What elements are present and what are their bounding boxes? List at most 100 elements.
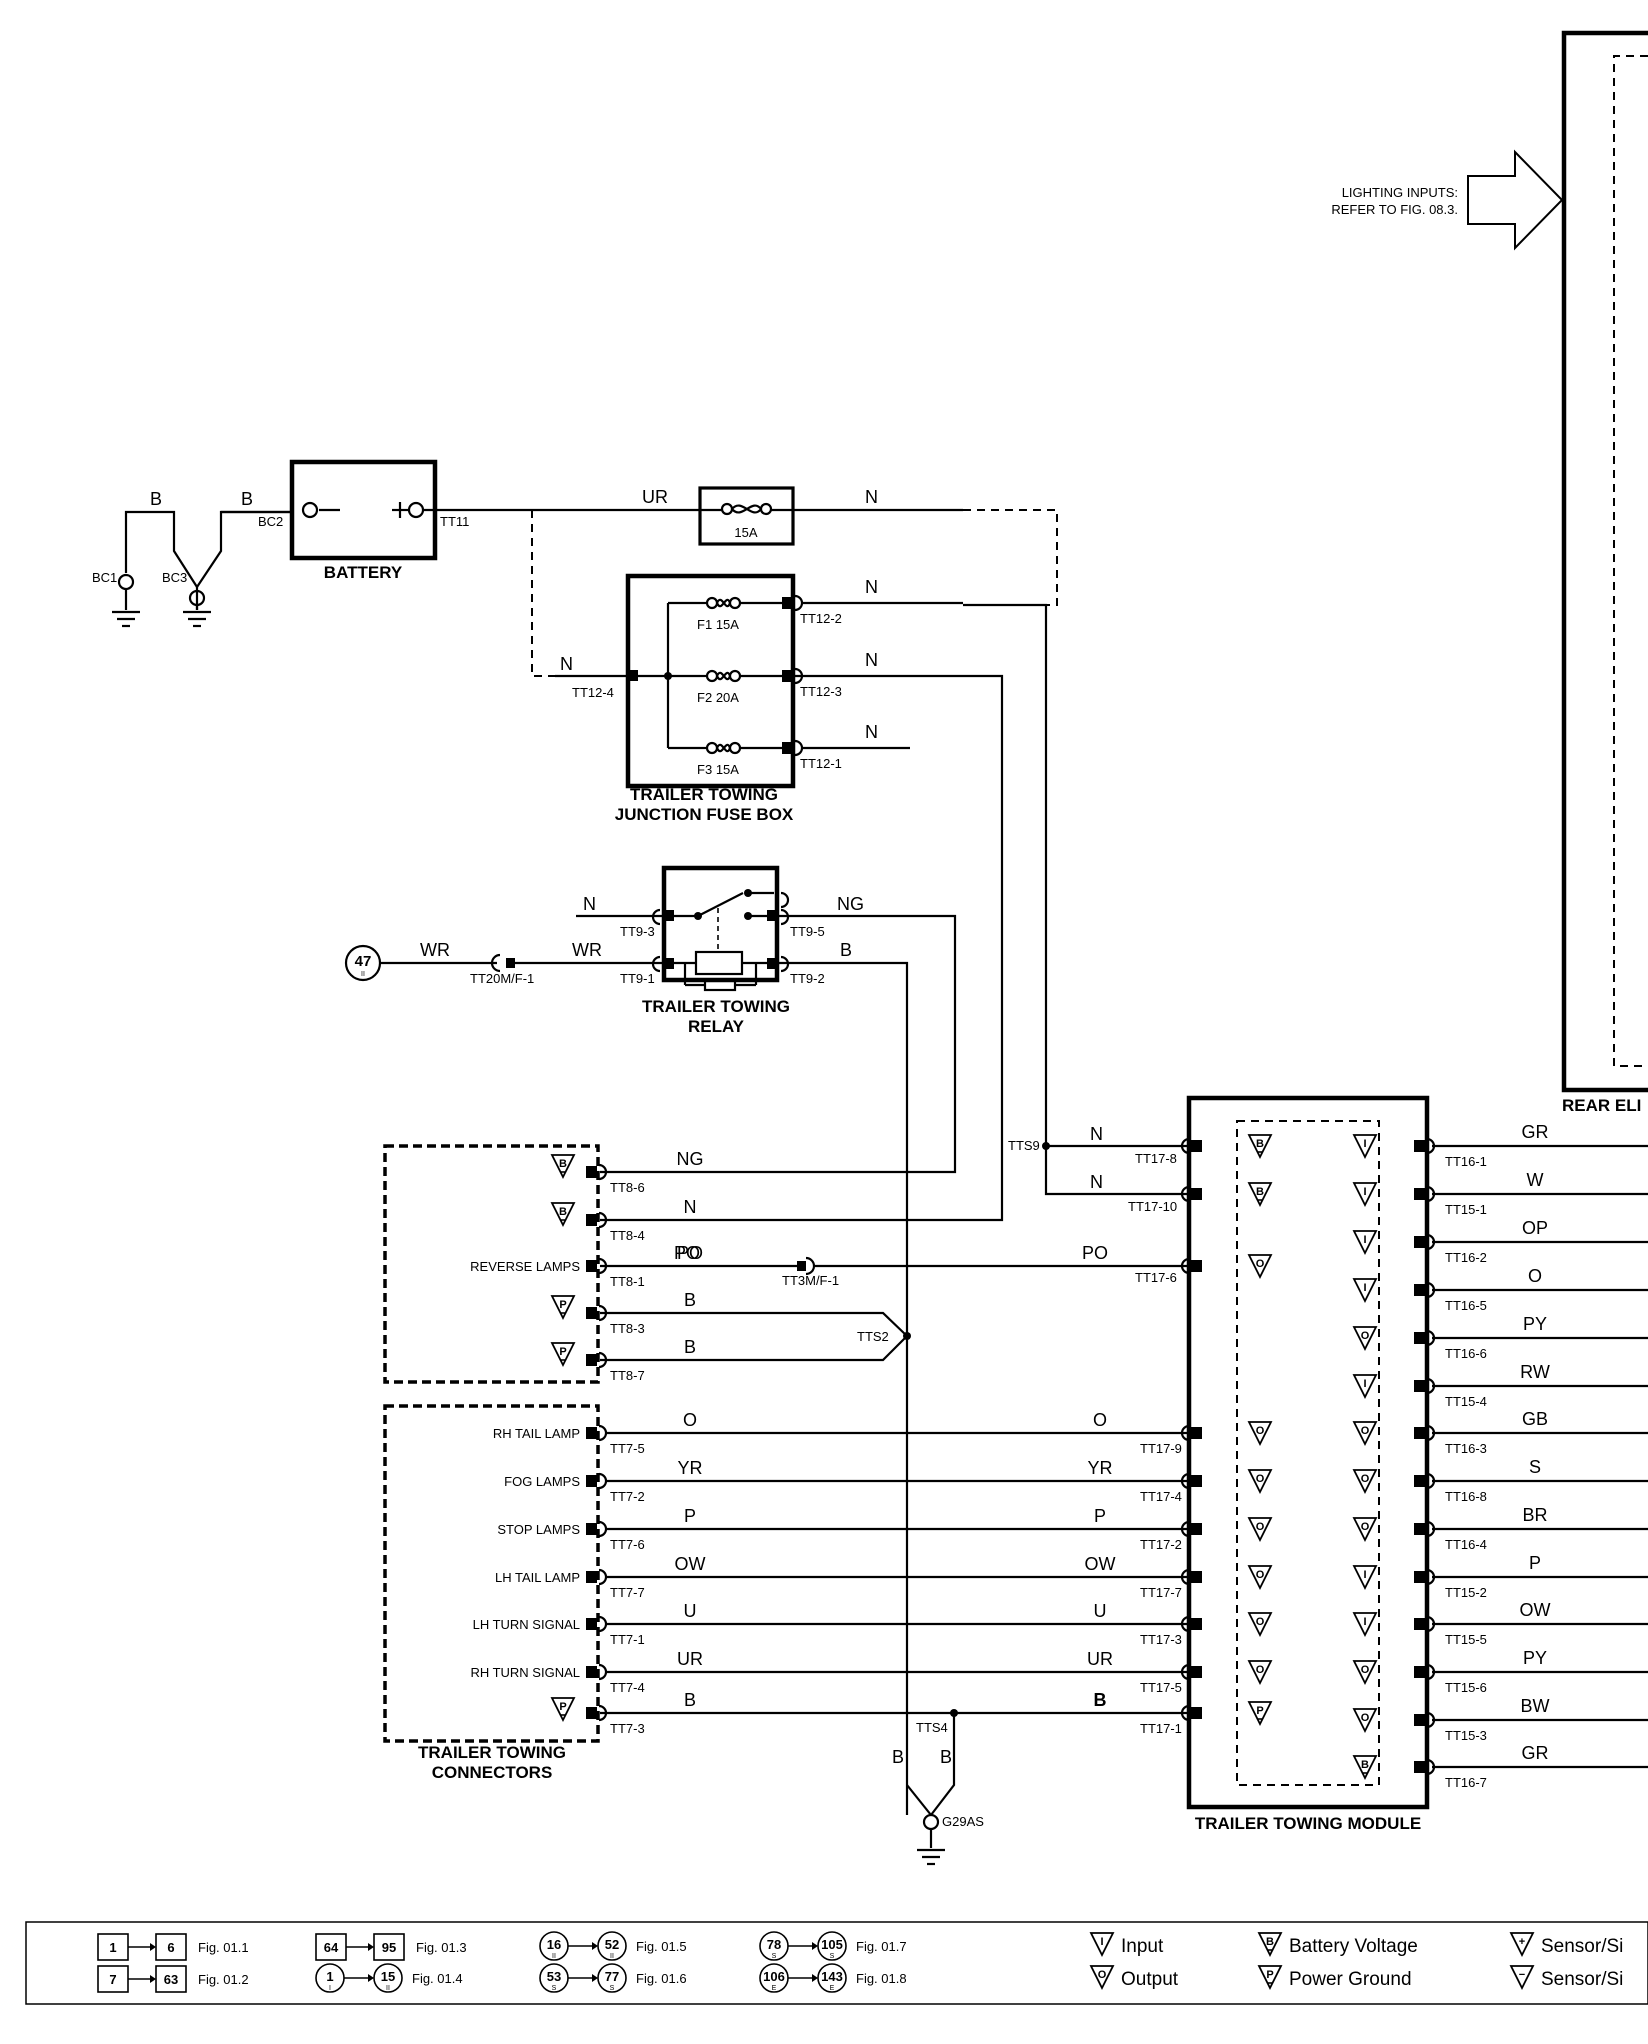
module-pin-symbol: P bbox=[1247, 1701, 1273, 1727]
wire-n-tts9-b bbox=[1044, 1146, 1189, 1196]
legend-box bbox=[155, 1933, 187, 1961]
connector-socket bbox=[598, 1351, 608, 1369]
wire-label-ur: UR bbox=[642, 487, 668, 507]
symbol-letter: O bbox=[1256, 1664, 1265, 1676]
ground-icon bbox=[112, 589, 140, 628]
module-pin-label: TT16-2 bbox=[1445, 1250, 1487, 1265]
module-pin bbox=[1414, 1284, 1425, 1296]
triangle-icon bbox=[1257, 1932, 1283, 1958]
module-pin bbox=[1191, 1666, 1202, 1678]
legend-figure-ref: Fig. 01.8 bbox=[856, 1971, 907, 1986]
wire-label: PY bbox=[1523, 1648, 1547, 1668]
connector-symbol: B bbox=[550, 1154, 576, 1180]
module-pin-label: TT16-5 bbox=[1445, 1298, 1487, 1313]
fusebox-socket bbox=[794, 739, 804, 757]
relay-label-line2: RELAY bbox=[688, 1017, 745, 1036]
module-pin-symbol: I bbox=[1352, 1182, 1378, 1208]
connector-symbol: P bbox=[550, 1342, 576, 1368]
wire-label-n: N bbox=[1090, 1172, 1103, 1192]
connector-symbol: P bbox=[550, 1295, 576, 1321]
connector-socket bbox=[598, 1615, 608, 1633]
connector-pin bbox=[586, 1166, 597, 1178]
module-pin bbox=[1414, 1618, 1425, 1630]
module-socket bbox=[1180, 1137, 1190, 1155]
module-pin bbox=[1414, 1236, 1425, 1248]
triangle-icon bbox=[1247, 1701, 1273, 1727]
legend-symbol-text: Sensor/Si bbox=[1541, 1936, 1623, 1957]
fuse-label: F3 15A bbox=[697, 762, 739, 777]
wire-label: P bbox=[1529, 1553, 1541, 1573]
module-pin-label: TT16-6 bbox=[1445, 1346, 1487, 1361]
triangle-icon bbox=[550, 1202, 576, 1228]
arrow-icon bbox=[150, 1975, 156, 1983]
fuse-icon bbox=[720, 502, 773, 516]
symbol-letter: P bbox=[1256, 1705, 1263, 1717]
module-pin bbox=[1414, 1714, 1425, 1726]
symbol-letter: I bbox=[1363, 1282, 1366, 1294]
relay-coil-icon bbox=[674, 950, 767, 992]
wire-label-n: N bbox=[583, 894, 596, 914]
triangle-icon bbox=[1352, 1708, 1378, 1734]
fusebox-socket bbox=[794, 594, 804, 612]
connector-socket bbox=[598, 1568, 608, 1586]
connector-pin-label: TT8-3 bbox=[610, 1321, 645, 1336]
connector-pin-label: TT7-4 bbox=[610, 1680, 645, 1695]
triangle-icon bbox=[1352, 1612, 1378, 1638]
symbol-letter: I bbox=[1363, 1186, 1366, 1198]
module-outline bbox=[1186, 1095, 1430, 1810]
wire-label: PY bbox=[1523, 1314, 1547, 1334]
wire-label: OW bbox=[1085, 1554, 1116, 1574]
connector-socket bbox=[598, 1663, 608, 1681]
module-pin-symbol: O bbox=[1352, 1517, 1378, 1543]
connector-socket bbox=[598, 1257, 608, 1275]
wire-label: O bbox=[1528, 1266, 1542, 1286]
module-pin bbox=[1191, 1427, 1202, 1439]
ground-icon bbox=[917, 1829, 945, 1866]
legend-symbol-text: Battery Voltage bbox=[1289, 1936, 1418, 1957]
fusebox-pin bbox=[782, 597, 793, 609]
connector-socket bbox=[598, 1424, 608, 1442]
symbol-letter: O bbox=[1256, 1258, 1265, 1270]
arrow-icon bbox=[812, 1974, 818, 1982]
module-pin bbox=[1191, 1188, 1202, 1200]
tt11-label: TT11 bbox=[440, 514, 469, 529]
legend-circle bbox=[597, 1963, 627, 1993]
wire-label: NG bbox=[677, 1149, 704, 1169]
legend-figure-ref: Fig. 01.7 bbox=[856, 1939, 907, 1954]
triangle-icon bbox=[1352, 1374, 1378, 1400]
triangle-icon bbox=[1247, 1517, 1273, 1543]
ground-icon bbox=[183, 605, 211, 628]
fusebox-pin-label: TT12-1 bbox=[800, 756, 842, 771]
connector-function-label: RH TURN SIGNAL bbox=[470, 1665, 580, 1680]
symbol-letter: O bbox=[1098, 1969, 1107, 1981]
rear-module-label: REAR ELI bbox=[1562, 1096, 1641, 1115]
module-pin bbox=[1414, 1571, 1425, 1583]
legend-sub: E bbox=[830, 1985, 835, 1992]
module-pin-label: TT17-4 bbox=[1140, 1489, 1182, 1504]
connector-pin-label: TT8-1 bbox=[610, 1274, 645, 1289]
wire-label: GR bbox=[1522, 1122, 1549, 1142]
battery-label: BATTERY bbox=[324, 563, 403, 582]
triangle-icon bbox=[1247, 1565, 1273, 1591]
triangle-icon bbox=[550, 1342, 576, 1368]
legend-range-end: 77 bbox=[605, 1969, 619, 1984]
tt17-10-label: TT17-10 bbox=[1128, 1199, 1177, 1214]
legend-symbol: − bbox=[1509, 1965, 1535, 1991]
module-pin-symbol: I bbox=[1352, 1230, 1378, 1256]
lighting-input-arrow bbox=[1467, 149, 1564, 251]
triangle-icon bbox=[550, 1295, 576, 1321]
connector-function-label: STOP LAMPS bbox=[497, 1522, 580, 1537]
connector-socket bbox=[598, 1704, 608, 1722]
symbol-letter: B bbox=[1256, 1186, 1264, 1198]
connector-pin-label: TT8-7 bbox=[610, 1368, 645, 1383]
tt9-3-label: TT9-3 bbox=[620, 924, 655, 939]
module-pin bbox=[1414, 1427, 1425, 1439]
legend-figure-ref: Fig. 01.3 bbox=[416, 1940, 467, 1955]
legend-circle bbox=[373, 1963, 403, 1993]
triangle-icon bbox=[1247, 1612, 1273, 1638]
connector-pin-label: TT8-4 bbox=[610, 1228, 645, 1243]
module-pin-symbol: O bbox=[1247, 1660, 1273, 1686]
symbol-letter: P bbox=[559, 1701, 566, 1713]
module-pin-label: TT17-2 bbox=[1140, 1537, 1182, 1552]
reference-number: 47 bbox=[355, 953, 372, 970]
